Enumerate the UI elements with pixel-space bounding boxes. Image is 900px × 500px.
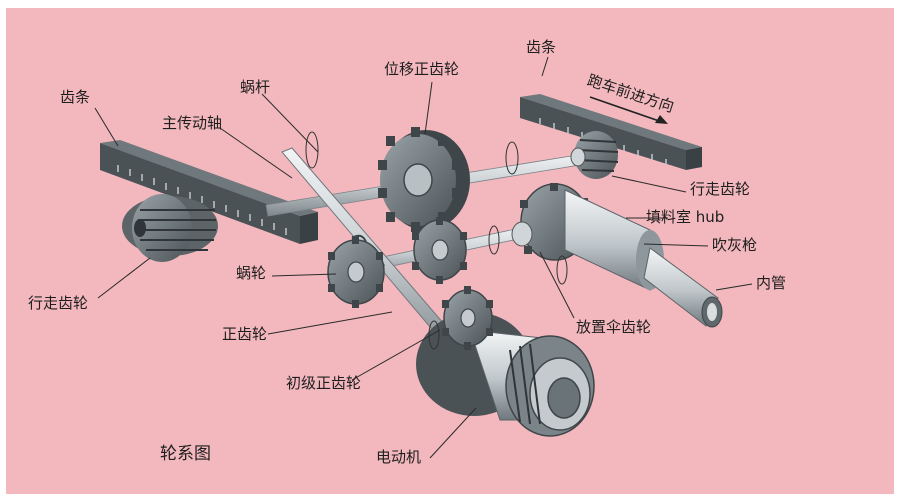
label-chamber-hub: 填料室 hub [646, 208, 725, 226]
worm-wheel [327, 236, 385, 308]
label-motor: 电动机 [376, 448, 422, 466]
inner-tube [643, 247, 723, 328]
label-rack-left: 齿条 [60, 88, 91, 106]
label-blow-gun: 吹灰枪 [712, 236, 758, 254]
label-primary-spur-gear: 初级正齿轮 [286, 374, 362, 392]
label-travel-gear-left: 行走齿轮 [28, 294, 89, 312]
direction-arrow [589, 96, 668, 124]
shift-spur-gear [378, 127, 470, 232]
label-inner-tube: 内管 [756, 274, 787, 292]
label-rack-right: 齿条 [526, 38, 557, 56]
label-main-shaft: 主传动轴 [162, 114, 223, 132]
diagram-caption: 轮系图 [160, 444, 211, 464]
label-worm: 蜗杆 [240, 78, 271, 96]
rack-left [100, 140, 318, 244]
primary-spur-gear [442, 286, 493, 350]
rotation-arrows [305, 131, 568, 350]
travel-gear-right [570, 131, 619, 179]
label-travel-gear-right: 行走齿轮 [690, 180, 751, 198]
travel-gear-left [122, 194, 218, 262]
spur-gear [412, 217, 467, 284]
label-bevel-gear: 放置伞齿轮 [576, 318, 652, 336]
label-shift-spur-gear: 位移正齿轮 [384, 60, 460, 78]
motor [416, 312, 595, 437]
leader-lines [94, 56, 753, 459]
label-worm-wheel: 蜗轮 [236, 264, 267, 282]
label-spur-gear: 正齿轮 [222, 325, 268, 343]
